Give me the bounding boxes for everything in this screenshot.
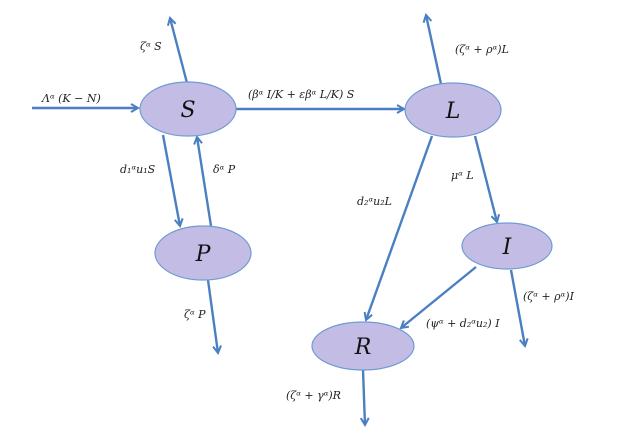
label-s-to-p: d₁ᵅu₁S <box>120 163 156 176</box>
label-s-to-l: (βᵅ I/K + εβᵅ L/K) S <box>248 88 355 101</box>
label-p-to-s: δᵅ P <box>213 163 236 176</box>
node-recovered: R <box>311 321 415 371</box>
label-l-to-i: μᵅ L <box>451 169 474 182</box>
node-susceptible: S <box>139 81 237 137</box>
label-i-death: (ζᵅ + ρᵅ)I <box>523 290 575 303</box>
node-latent: L <box>404 82 502 138</box>
edge-l-to-i <box>473 135 497 222</box>
edge-p-death <box>206 279 218 353</box>
node-protected: P <box>154 225 252 281</box>
label-p-death: ζᵅ P <box>184 308 206 321</box>
node-label: L <box>445 99 461 124</box>
edge-p-to-s <box>197 137 213 227</box>
label-l-death: (ζᵅ + ρᵅ)L <box>455 43 509 56</box>
node-label: R <box>354 335 372 360</box>
edge-s-to-p <box>161 134 180 226</box>
label-i-to-r: (ψᵅ + d₂ᵅu₂) I <box>426 317 500 330</box>
label-l-to-r: d₂ᵅu₂L <box>357 195 392 208</box>
label-s-death: ζᵅ S <box>140 40 162 53</box>
edge-i-death <box>509 269 525 346</box>
edge-s-death <box>170 18 189 84</box>
node-label: I <box>502 235 513 260</box>
edge-i-to-r <box>401 266 477 328</box>
label-r-death: (ζᵅ + γᵅ)R <box>286 389 341 402</box>
node-label: P <box>195 242 212 267</box>
edge-r-death <box>363 369 365 425</box>
node-label: S <box>180 98 195 123</box>
node-infected: I <box>461 222 553 270</box>
label-recruitment: Λᵅ (K − N) <box>41 92 101 105</box>
edge-l-to-r <box>366 135 434 320</box>
edge-l-death <box>426 15 443 85</box>
